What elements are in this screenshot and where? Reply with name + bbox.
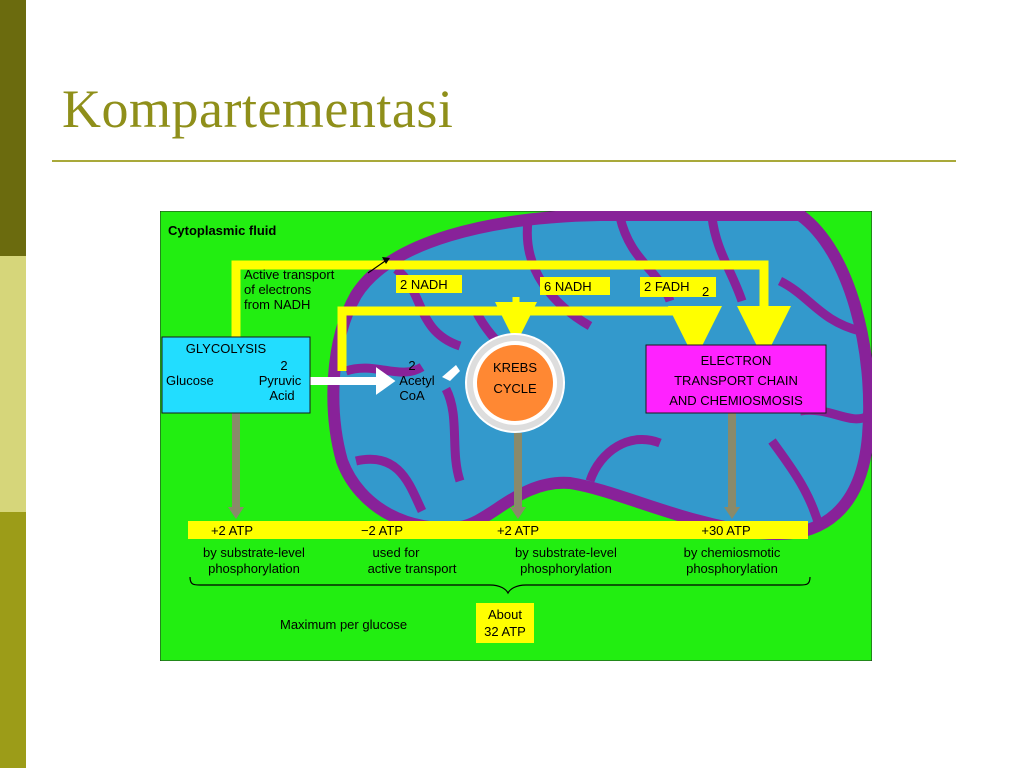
atp-desc-1b: phosphorylation	[208, 561, 300, 576]
etc-label-1: ELECTRON	[701, 353, 772, 368]
atp-value-4: +30 ATP	[701, 523, 750, 538]
acetyl-count: 2	[408, 358, 415, 373]
glucose-label: Glucose	[166, 373, 214, 388]
krebs-label-1: KREBS	[493, 360, 537, 375]
etc-label-2: TRANSPORT CHAIN	[674, 373, 798, 388]
atp-value-2: −2 ATP	[361, 523, 403, 538]
atp-desc-4a: by chemiosmotic	[684, 545, 781, 560]
fadh-label: 2 FADH	[644, 279, 690, 294]
acid-label: Acid	[269, 388, 294, 403]
atp-down-arrows	[228, 413, 740, 519]
glycolysis-title: GLYCOLYSIS	[186, 341, 267, 356]
atp-desc-2a: used for	[373, 545, 421, 560]
total-line-1: About	[488, 607, 522, 622]
krebs-cycle: KREBS CYCLE	[465, 333, 565, 433]
electron-transport-box: ELECTRON TRANSPORT CHAIN AND CHEMIOSMOSI…	[645, 344, 827, 414]
title-underline	[52, 160, 956, 162]
active-transport-line-2: of electrons	[244, 282, 312, 297]
pyruvic-count: 2	[280, 358, 287, 373]
max-per-glucose-label: Maximum per glucose	[280, 617, 407, 632]
atp-desc-3a: by substrate-level	[515, 545, 617, 560]
krebs-label-2: CYCLE	[493, 381, 537, 396]
atp-desc-3b: phosphorylation	[520, 561, 612, 576]
nadh-6-label: 6 NADH	[544, 279, 592, 294]
active-transport-line-3: from NADH	[244, 297, 310, 312]
cytoplasmic-fluid-label: Cytoplasmic fluid	[168, 223, 276, 238]
acetyl-label: Acetyl	[399, 373, 435, 388]
atp-desc-2b: active transport	[368, 561, 457, 576]
atp-desc-1a: by substrate-level	[203, 545, 305, 560]
glycolysis-box: GLYCOLYSIS Glucose 2 Pyruvic Acid	[161, 336, 311, 414]
nadh-2-label: 2 NADH	[400, 277, 448, 292]
etc-label-3: AND CHEMIOSMOSIS	[669, 393, 803, 408]
electron-flow-arrows	[231, 257, 791, 371]
summation-brace	[189, 576, 811, 595]
total-line-2: 32 ATP	[484, 624, 526, 639]
slide-accent-bar-bottom	[0, 512, 26, 768]
atp-yield-bar: +2 ATP −2 ATP +2 ATP +30 ATP	[188, 521, 808, 539]
coa-label: CoA	[399, 388, 425, 403]
slide-title: Kompartementasi	[62, 79, 454, 139]
atp-value-1: +2 ATP	[211, 523, 253, 538]
active-transport-line-1: Active transport	[244, 267, 335, 282]
atp-value-3: +2 ATP	[497, 523, 539, 538]
atp-desc-4b: phosphorylation	[686, 561, 778, 576]
slide-accent-bar-middle	[0, 256, 26, 512]
cellular-respiration-diagram: KREBS CYCLE GLYCOLYSIS Glucose 2 Pyruvic…	[160, 211, 872, 661]
fadh-subscript: 2	[702, 284, 709, 299]
pyruvic-label: Pyruvic	[259, 373, 302, 388]
slide-accent-bar-top	[0, 0, 26, 256]
